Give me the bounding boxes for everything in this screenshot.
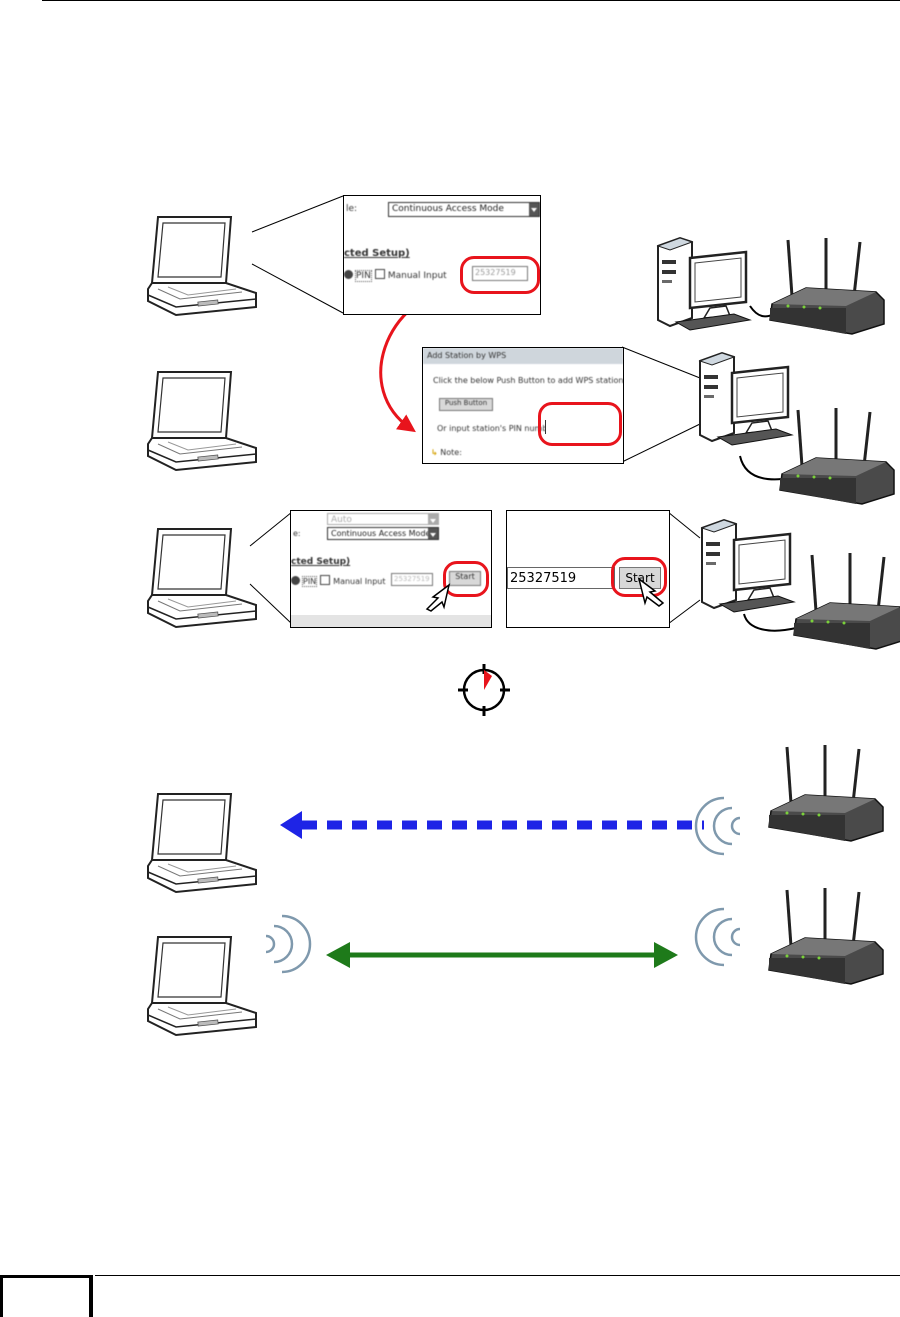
- pin-label: PIN: [302, 576, 317, 587]
- laptop-icon: [148, 529, 256, 627]
- wireless-signal-icon: [696, 909, 740, 965]
- router-icon: [794, 553, 900, 649]
- connection-arrow-head-right: [654, 942, 678, 968]
- access-mode-value: Continuous Access Mode: [392, 204, 504, 214]
- access-mode-value: Continuous Access Mode: [331, 529, 430, 538]
- zoom-line: [250, 512, 292, 546]
- timer-icon: [458, 664, 510, 716]
- laptop-icon: [148, 937, 256, 1035]
- laptop-icon: [148, 372, 256, 470]
- ap-start-screenshot: 25327519 Start: [506, 510, 670, 628]
- zoom-line: [252, 264, 343, 313]
- section-label: cted Setup): [344, 248, 410, 259]
- laptop-start-screenshot: Auto e: Continuous Access Mode cted Setu…: [290, 510, 492, 628]
- zoom-line: [668, 600, 700, 624]
- highlight-ring: [538, 402, 622, 446]
- scan-arrow-head: [280, 811, 302, 839]
- auto-select[interactable]: Auto: [327, 513, 439, 525]
- router-icon: [769, 745, 883, 841]
- router-icon: [770, 238, 884, 334]
- manual-input-label: Manual Input: [388, 271, 447, 281]
- access-mode-select[interactable]: Continuous Access Mode: [327, 527, 439, 540]
- status-bar: [291, 615, 491, 627]
- push-button[interactable]: Push Button: [439, 398, 493, 411]
- desktop-computer-icon: [700, 353, 792, 445]
- pin-radio[interactable]: [344, 270, 353, 279]
- panel-header: Add Station by WPS: [423, 348, 623, 364]
- laptop-wps-pin-screenshot: le: Continuous Access Mode cted Setup) P…: [343, 195, 541, 315]
- zoom-line: [668, 512, 700, 538]
- ethernet-cable: [744, 614, 796, 631]
- ap-add-station-screenshot: Add Station by WPS Click the below Push …: [422, 347, 624, 464]
- zoom-line: [252, 196, 343, 232]
- manual-input-checkbox[interactable]: [320, 575, 330, 585]
- manual-input-checkbox[interactable]: [375, 269, 385, 279]
- zoom-line: [622, 347, 700, 378]
- footer-rule: [95, 1275, 900, 1276]
- manual-input-label: Manual Input: [333, 577, 385, 586]
- note-icon: ↳: [431, 448, 438, 457]
- pin-option-row: PIN Manual Input: [344, 269, 447, 281]
- station-pin-input[interactable]: 25327519: [507, 567, 615, 589]
- wireless-signal-icon: [266, 916, 310, 972]
- router-icon: [780, 408, 894, 504]
- router-icon: [769, 888, 883, 984]
- mode-label: le:: [346, 204, 357, 214]
- mode-label: e:: [293, 529, 301, 538]
- desktop-computer-icon: [658, 238, 750, 330]
- zoom-line: [622, 424, 700, 462]
- highlight-ring: [460, 256, 540, 294]
- cursor-icon: [423, 583, 453, 613]
- pin-label: PIN: [355, 270, 372, 282]
- laptop-icon: [148, 794, 256, 892]
- pin-radio[interactable]: [291, 576, 300, 585]
- auto-value: Auto: [331, 515, 352, 525]
- section-label: cted Setup): [291, 557, 350, 567]
- note-text: ↳ Note:: [431, 448, 462, 457]
- desktop-computer-icon: [702, 520, 794, 612]
- cursor-icon: [635, 577, 667, 609]
- pin-option-row: PIN Manual Input: [291, 575, 386, 586]
- page-number-box: [0, 1275, 93, 1317]
- note-label: Note:: [440, 448, 462, 457]
- connection-arrow-head-left: [326, 942, 350, 968]
- access-mode-select[interactable]: Continuous Access Mode: [388, 202, 540, 217]
- laptop-icon: [148, 217, 256, 315]
- instruction-text: Click the below Push Button to add WPS s…: [433, 376, 623, 385]
